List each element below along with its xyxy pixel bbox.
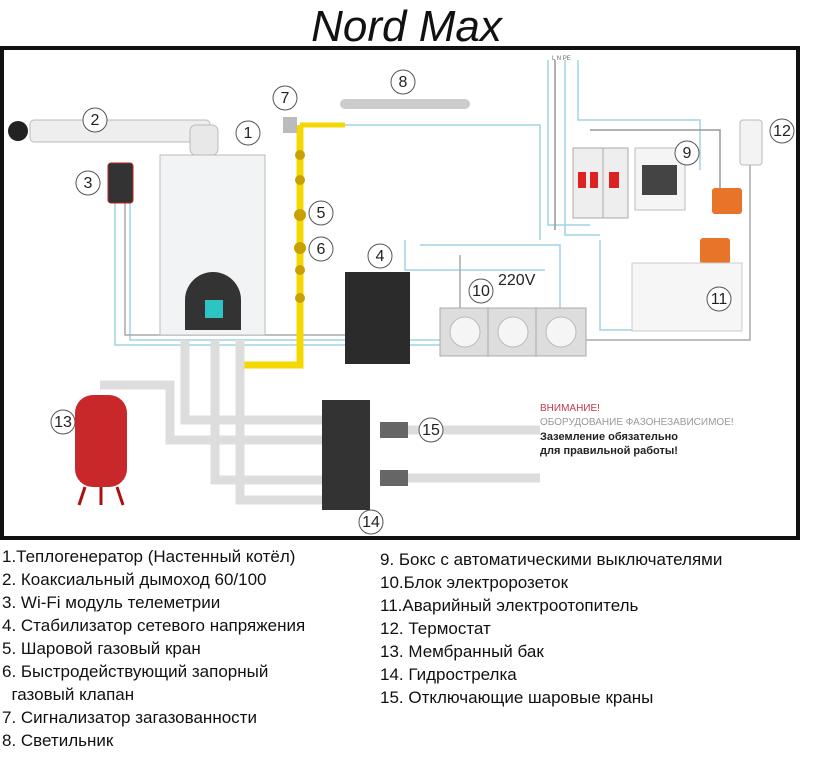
gas-pipe xyxy=(240,125,304,369)
legend-item: 10.Блок электророзеток xyxy=(380,573,569,592)
warning-title: ВНИМАНИЕ! xyxy=(540,403,600,414)
socket-block xyxy=(439,307,587,357)
callout-label: 15 xyxy=(422,422,440,439)
wago-connectors xyxy=(700,188,742,264)
callout-label: 5 xyxy=(317,205,326,222)
callout-10 xyxy=(468,278,494,304)
wire-labels: L N PE xyxy=(552,56,571,62)
callout-label: 9 xyxy=(683,145,692,162)
diagram-frame xyxy=(0,46,800,540)
legend-item: 9. Бокс с автоматическими выключателями xyxy=(380,550,723,569)
callout-9 xyxy=(674,140,700,166)
callout-1 xyxy=(235,120,261,146)
callout-5 xyxy=(308,200,334,226)
callout-label: 12 xyxy=(773,123,791,140)
legend-item: 6. Быстродействующий запорный xyxy=(2,662,269,681)
callout-label: 7 xyxy=(281,90,290,107)
legend-item: 8. Светильник xyxy=(2,731,114,750)
legend-item: 2. Коаксиальный дымоход 60/100 xyxy=(2,570,267,589)
callout-3 xyxy=(75,170,101,196)
legend-item: 12. Термостат xyxy=(380,619,491,638)
gas-detector xyxy=(283,117,297,133)
callout-6 xyxy=(308,236,334,262)
legend-item: 11.Аварийный электроотопитель xyxy=(380,596,639,615)
water-pipes xyxy=(100,340,540,505)
lamp xyxy=(340,99,470,109)
callout-label: 11 xyxy=(711,291,728,308)
wiring xyxy=(114,60,751,346)
warning-note: ВНИМАНИЕ! ОБОРУДОВАНИЕ ФАЗОНЕЗАВИСИМОЕ! … xyxy=(540,402,734,458)
callout-label: 6 xyxy=(317,241,326,258)
voltage-label: 220V xyxy=(498,272,536,289)
legend-right: 9. Бокс с автоматическими выключателями … xyxy=(380,548,722,709)
legend-item: 1.Теплогенератор (Настенный котёл) xyxy=(2,547,296,566)
warning-phase: ОБОРУДОВАНИЕ ФАЗОНЕЗАВИСИМОЕ! xyxy=(540,417,734,428)
voltage-stabilizer xyxy=(345,272,410,364)
warning-ground: Заземление обязательно xyxy=(540,431,678,443)
page-title: Nord Max xyxy=(311,2,502,51)
legend-item: 14. Гидрострелка xyxy=(380,665,517,684)
callout-15 xyxy=(418,417,444,443)
legend-item: 7. Сигнализатор загазованности xyxy=(2,708,257,727)
legend-item: 3. Wi-Fi модуль телеметрии xyxy=(2,593,221,612)
legend-left: 1.Теплогенератор (Настенный котёл) 2. Ко… xyxy=(2,545,305,752)
callout-14 xyxy=(358,509,384,535)
legend-item: 4. Стабилизатор сетевого напряжения xyxy=(2,616,306,635)
callout-label: 2 xyxy=(91,112,100,129)
expansion-tank xyxy=(75,395,127,506)
callout-12 xyxy=(769,118,795,144)
callout-7 xyxy=(272,85,298,111)
callout-label: 1 xyxy=(244,125,253,142)
callout-label: 13 xyxy=(54,414,72,431)
callout-11 xyxy=(706,286,732,312)
callout-8 xyxy=(390,69,416,95)
hydraulic-separator xyxy=(322,400,370,510)
callout-2 xyxy=(82,107,108,133)
callout-label: 14 xyxy=(362,514,380,531)
warning-ground-2: для правильной работы! xyxy=(540,445,678,457)
callout-label: 10 xyxy=(472,283,490,300)
legend-item: газовый клапан xyxy=(2,685,135,704)
callout-label: 3 xyxy=(84,175,93,192)
legend-item: 13. Мембранный бак xyxy=(380,642,544,661)
thermostat xyxy=(739,119,763,166)
legend-item: 15. Отключающие шаровые краны xyxy=(380,688,654,707)
legend-item: 5. Шаровой газовый кран xyxy=(2,639,201,658)
coaxial-flue xyxy=(8,119,219,156)
boiler xyxy=(159,154,266,336)
flue-terminal-icon xyxy=(8,121,28,141)
callout-label: 4 xyxy=(376,248,385,265)
wifi-module xyxy=(107,162,134,204)
breaker-box xyxy=(572,147,686,219)
callout-label: 8 xyxy=(399,74,408,91)
callout-13 xyxy=(50,409,76,435)
callout-4 xyxy=(367,243,393,269)
